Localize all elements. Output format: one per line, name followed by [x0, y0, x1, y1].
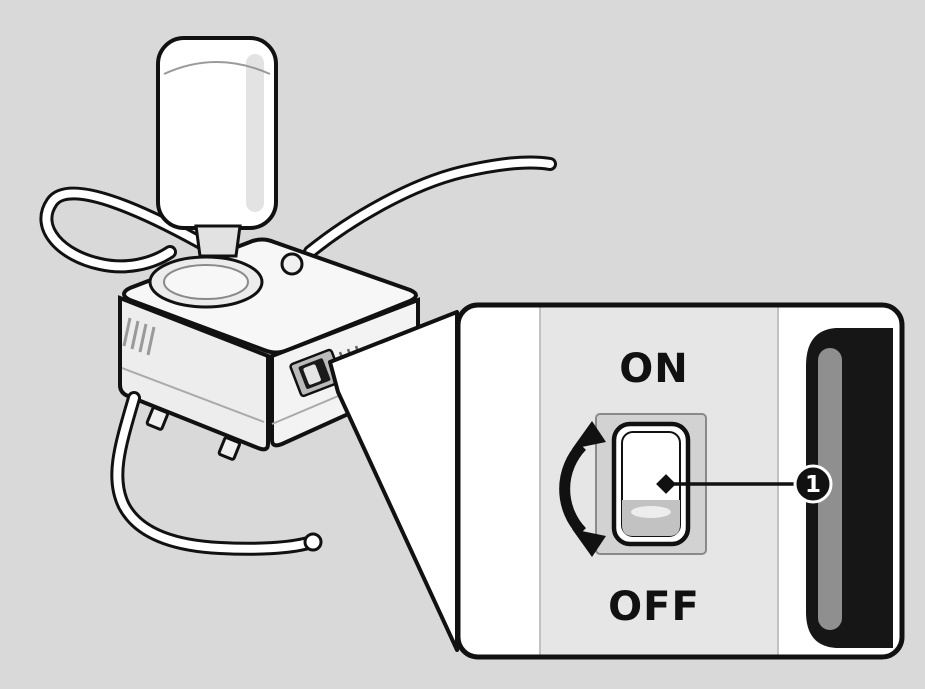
zoom-wedge	[328, 310, 459, 652]
toggle-arrow-icon	[559, 421, 606, 557]
sealant-bottle	[156, 36, 278, 230]
switch-rocker-small	[303, 364, 321, 385]
on-label: ON	[619, 346, 688, 392]
bottle-seam	[163, 61, 271, 75]
hose-nozzle	[303, 532, 323, 552]
top-indicator-circle	[280, 252, 304, 276]
unit-foot-right	[217, 436, 242, 461]
callout-number-badge	[793, 464, 833, 504]
callout-border	[455, 302, 905, 660]
bottle-recess-inner	[163, 264, 249, 300]
grip-ridges	[122, 317, 156, 356]
callout-marker: 1	[656, 464, 833, 504]
bottle-shading	[246, 54, 264, 212]
callout-panel: ON OFF 1	[455, 302, 905, 660]
seam-left	[121, 367, 265, 423]
rocker-highlight	[631, 506, 671, 518]
power-switch-zoomed	[595, 413, 707, 555]
power-cable-right	[303, 155, 557, 259]
power-cable-left-loop	[39, 186, 217, 274]
off-label: OFF	[608, 584, 700, 630]
bottle-cap	[194, 224, 242, 258]
air-hose	[110, 391, 323, 556]
callout-number: 1	[805, 472, 821, 498]
unit-front-left-face	[118, 295, 270, 452]
